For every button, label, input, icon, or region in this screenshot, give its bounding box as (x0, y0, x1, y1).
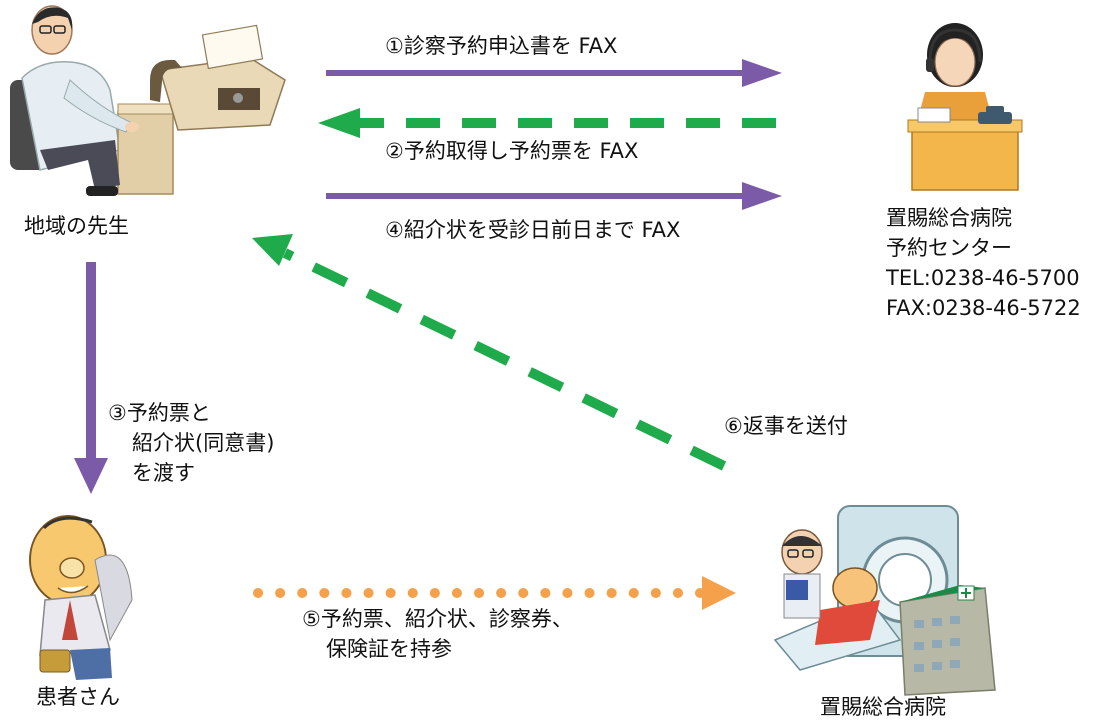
step-3-line-2: 紹介状(同意書) (132, 431, 275, 455)
step-5-line-2: 保険証を持参 (326, 637, 452, 661)
step-1-label: ①診察予約申込書を FAX (385, 34, 618, 58)
step-2-label: ②予約取得し予約票を FAX (385, 139, 639, 163)
step-3-line-1: ③予約票と (108, 401, 211, 425)
step-5-line-1: ⑤予約票、紹介状、診察券、 (302, 607, 573, 631)
fax-machine-illustration (150, 24, 286, 131)
reservation-center-info: 置賜総合病院 予約センター TEL:0238-46-5700 FAX:0238-… (886, 203, 1081, 323)
patient-label: 患者さん (36, 685, 120, 709)
step-3-label: ③予約票と 紹介状(同意書) を渡す (108, 398, 274, 488)
arrow-step-4-head (742, 182, 782, 210)
hospital-illustration (773, 505, 996, 696)
reservation-center-illustration (907, 23, 1023, 191)
step-4-label: ④紹介状を受診日前日まで FAX (385, 218, 681, 242)
step-3-line-3: を渡す (132, 461, 195, 485)
center-fax: FAX:0238-46-5722 (886, 296, 1081, 320)
arrow-step-3-head (74, 458, 108, 494)
arrow-step-2-head (318, 108, 360, 138)
center-name: 置賜総合病院 (886, 206, 1012, 230)
center-sub: 予約センター (886, 236, 1012, 260)
patient-illustration (29, 515, 133, 680)
center-tel: TEL:0238-46-5700 (886, 266, 1080, 290)
arrow-step-6 (282, 248, 727, 471)
hospital-label: 置賜総合病院 (820, 695, 946, 719)
step-5-label: ⑤予約票、紹介状、診察券、 保険証を持参 (302, 604, 573, 664)
doctor-label: 地域の先生 (24, 214, 129, 238)
step-6-label: ⑥返事を送付 (724, 414, 848, 438)
arrow-step-5-head (702, 576, 736, 610)
arrow-step-1-head (742, 59, 782, 87)
doctor-illustration (10, 5, 174, 196)
arrow-step-6-head (252, 234, 293, 266)
